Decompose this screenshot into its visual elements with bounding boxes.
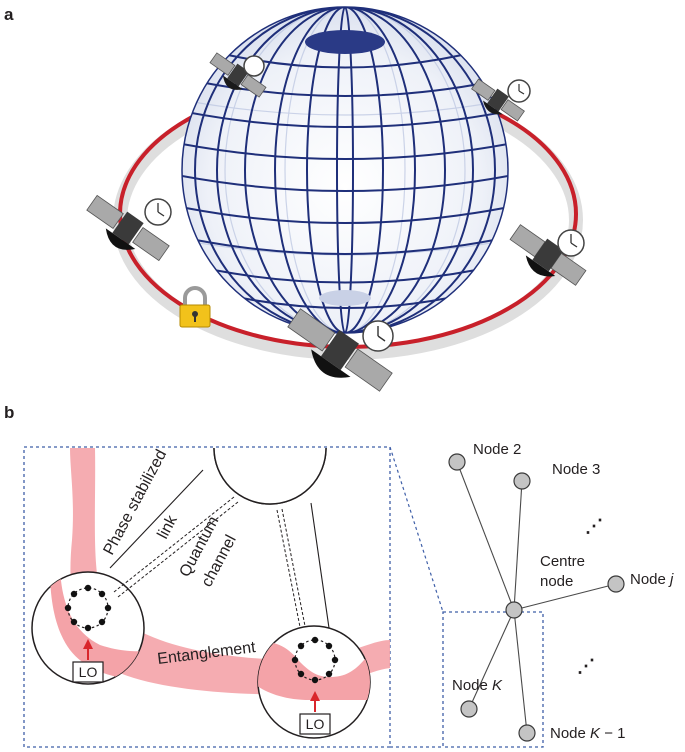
lo-left-label: LO <box>79 664 98 680</box>
clock-icon <box>243 55 265 77</box>
inset-frame <box>23 446 391 748</box>
node-2 <box>448 453 466 471</box>
phase-link-right <box>310 502 330 629</box>
ellipsis-top: ⋰ <box>585 516 603 536</box>
satellite-icon <box>287 308 394 392</box>
ellipsis-bottom: ⋰ <box>577 656 595 676</box>
lo-box-left <box>72 661 104 683</box>
star-network: Node 2 Node 3 Centre node Node j Node K … <box>448 441 674 742</box>
satellite-icon <box>471 78 531 122</box>
quantum-channel-left <box>117 501 239 598</box>
lo-right-label: LO <box>306 716 325 732</box>
node-2-label: Node 2 <box>473 441 521 458</box>
panel-label-b: b <box>4 403 14 422</box>
node-k-minus-1 <box>518 724 536 742</box>
node-k <box>460 700 478 718</box>
centre-label-2: node <box>540 573 573 590</box>
satellite-icon <box>86 194 172 262</box>
zoom-box <box>442 611 544 748</box>
globe <box>181 6 509 334</box>
satellite-icon <box>209 52 267 98</box>
padlock-icon <box>179 286 211 328</box>
phase-link-left <box>109 469 204 569</box>
node-3 <box>513 472 531 490</box>
node-j <box>607 575 625 593</box>
node-k-label: Node K <box>452 677 503 694</box>
centre-node <box>505 601 523 619</box>
lo-box-right <box>299 713 331 735</box>
centre-label-1: Centre <box>540 553 585 570</box>
node-j-label: Node j <box>630 571 674 588</box>
node-k-minus-1-label: Node K − 1 <box>550 725 625 742</box>
node-3-label: Node 3 <box>552 461 600 478</box>
quantum-channel-right <box>281 508 306 627</box>
inset-diagram: LO LO Phase stabilized link Quantum chan… <box>31 447 390 739</box>
zoom-line-top <box>389 446 444 613</box>
panel-label-a: a <box>4 5 14 24</box>
satellite-icon <box>509 224 587 286</box>
